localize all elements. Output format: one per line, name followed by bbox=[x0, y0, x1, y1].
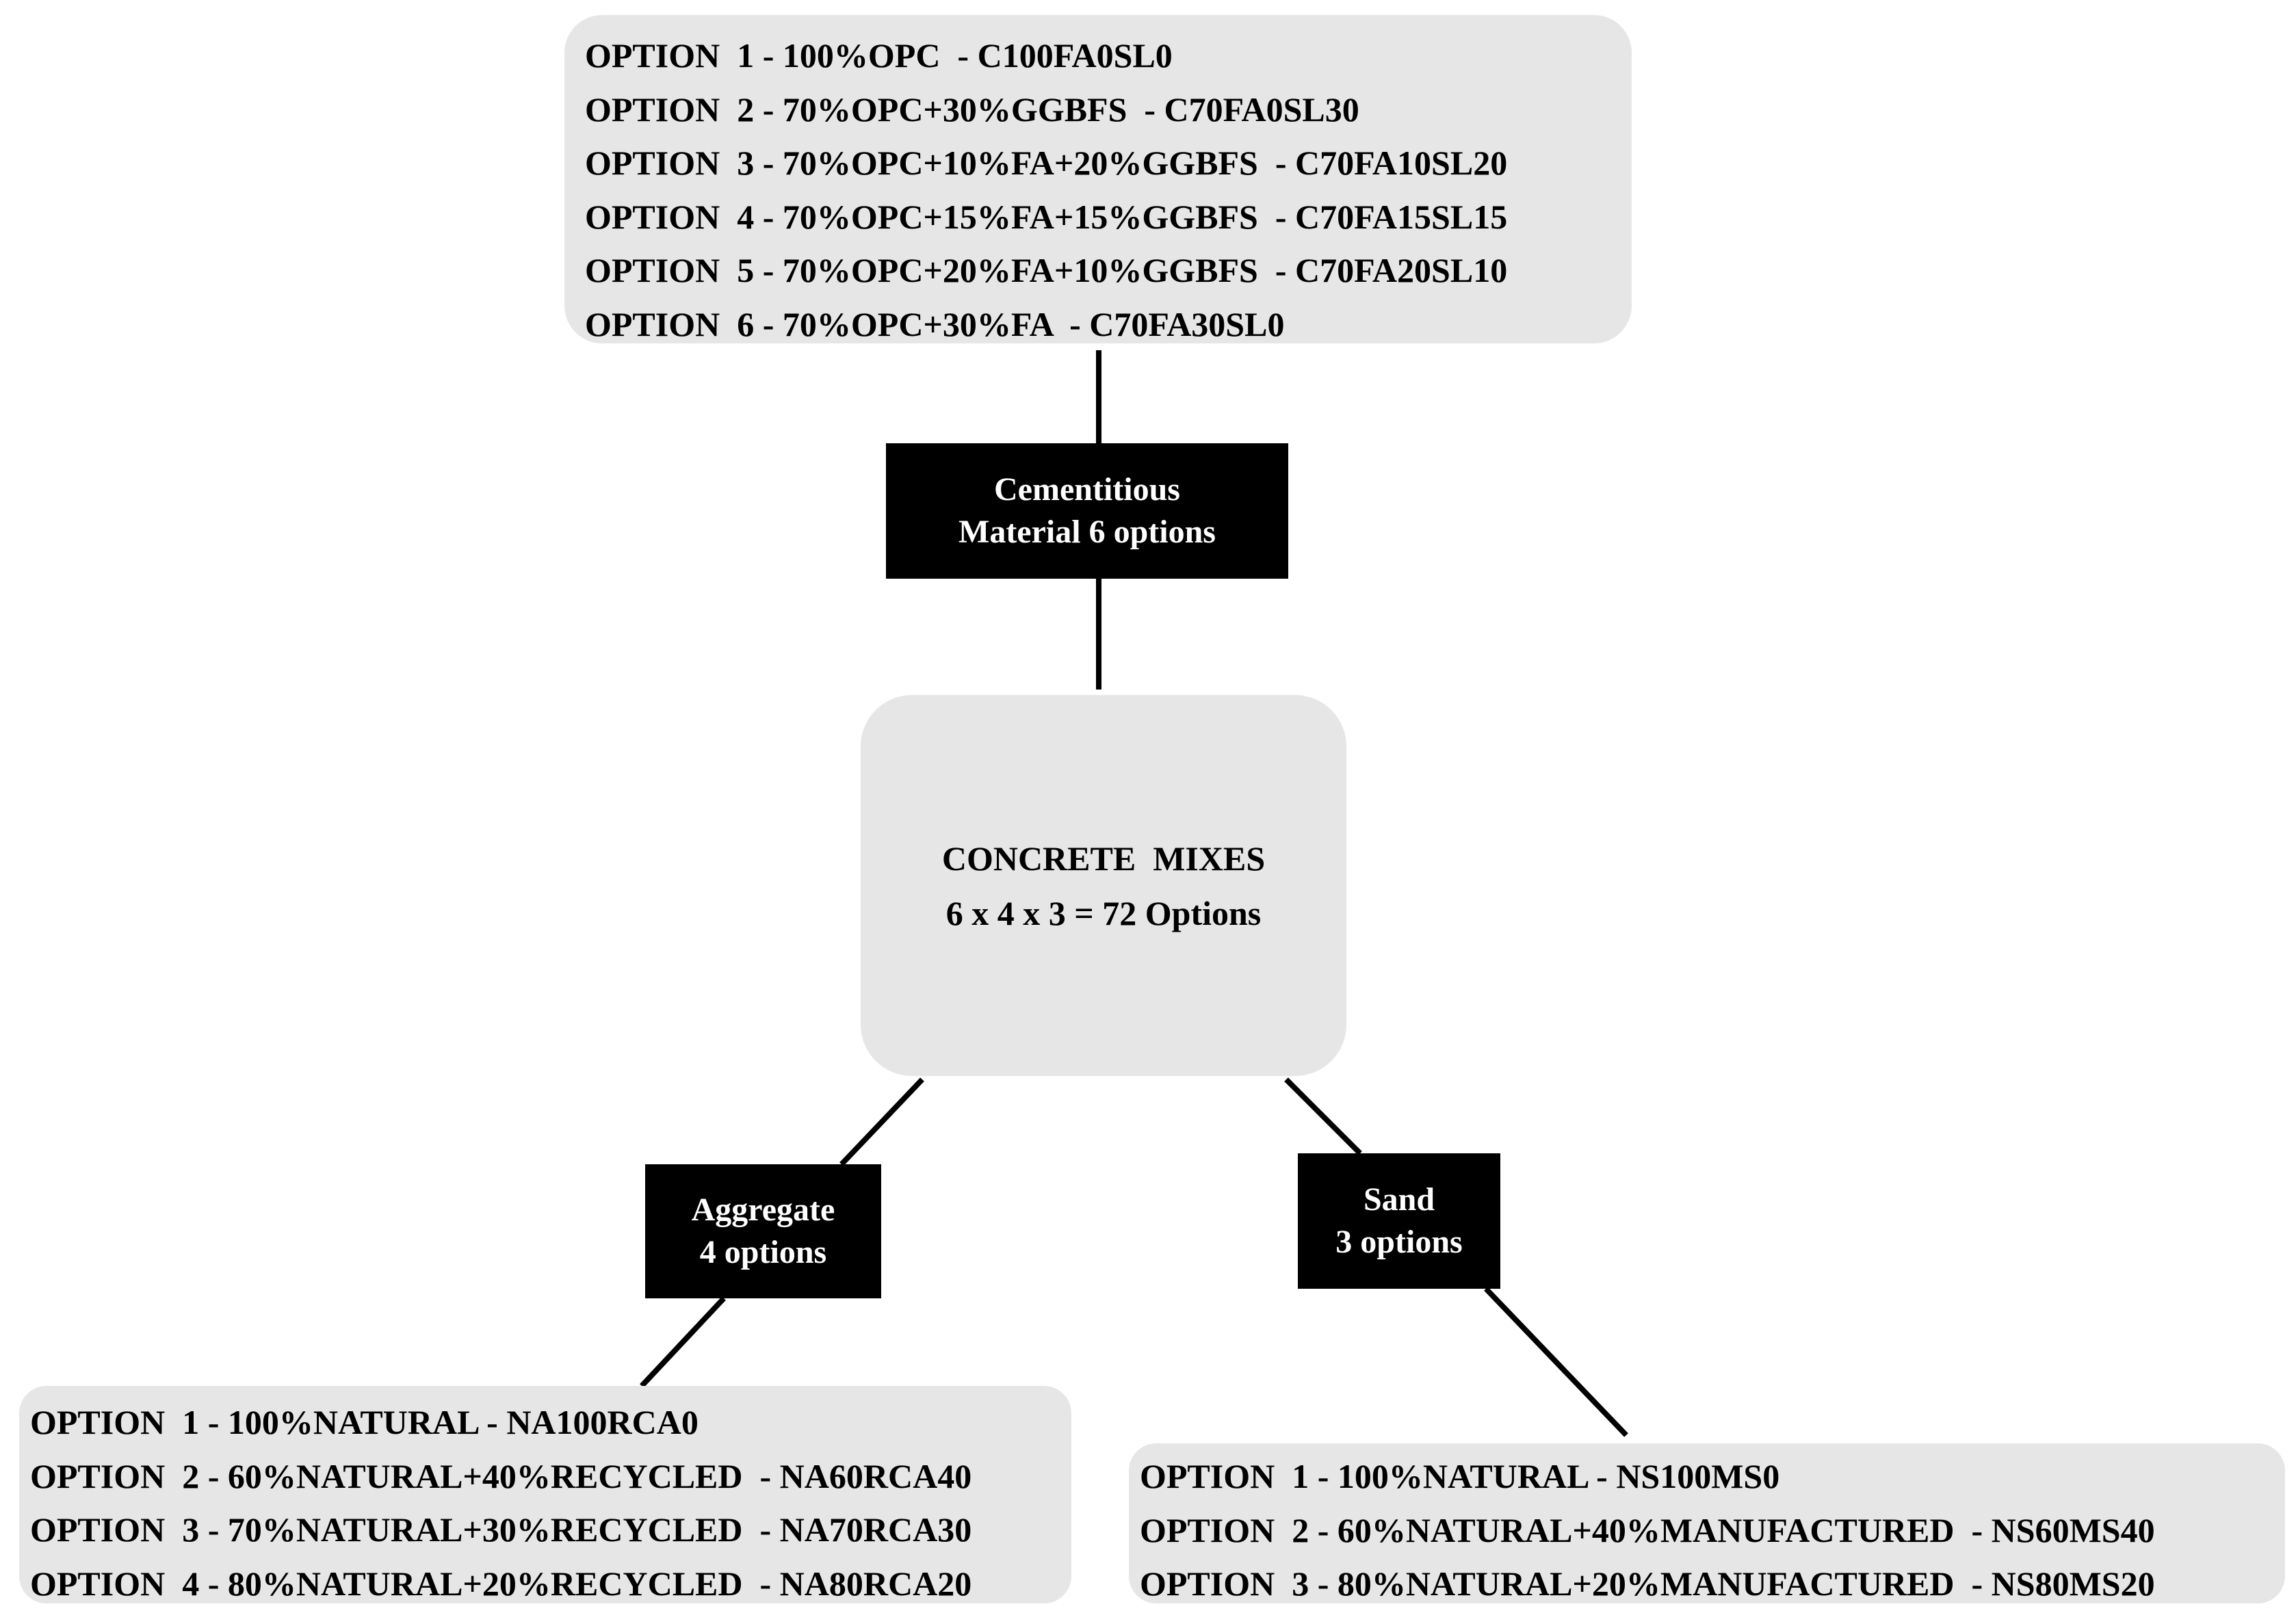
sand-label-line-1: Sand bbox=[1363, 1181, 1435, 1218]
concrete-mixes-title: CONCRETE MIXES bbox=[941, 839, 1266, 878]
cementitious-option-6: OPTION 6 - 70%OPC+30%FA - C70FA30SL0 bbox=[585, 304, 1285, 343]
sand-options-box: OPTION 1 - 100%NATURAL - NS100MS0 OPTION… bbox=[1129, 1443, 2285, 1603]
cementitious-option-4: OPTION 4 - 70%OPC+15%FA+15%GGBFS - C70FA… bbox=[585, 197, 1508, 236]
concrete-mixes-box: CONCRETE MIXES 6 x 4 x 3 = 72 Options bbox=[861, 695, 1346, 1076]
cementitious-label-line-2: Material 6 options bbox=[958, 514, 1216, 550]
aggregate-option-2: OPTION 2 - 60%NATURAL+40%RECYCLED - NA60… bbox=[30, 1456, 972, 1495]
concrete-mixes-formula: 6 x 4 x 3 = 72 Options bbox=[945, 893, 1262, 932]
aggregate-option-3: OPTION 3 - 70%NATURAL+30%RECYCLED - NA70… bbox=[30, 1510, 972, 1549]
connector-sand-top bbox=[1284, 1077, 1362, 1155]
cementitious-option-2: OPTION 2 - 70%OPC+30%GGBFS - C70FA0SL30 bbox=[585, 90, 1359, 129]
cementitious-label: Cementitious Material 6 options bbox=[886, 443, 1288, 579]
aggregate-option-4: OPTION 4 - 80%NATURAL+20%RECYCLED - NA80… bbox=[30, 1564, 972, 1603]
sand-option-2: OPTION 2 - 60%NATURAL+40%MANUFACTURED - … bbox=[1140, 1510, 2155, 1549]
cementitious-options-box: OPTION 1 - 100%OPC - C100FA0SL0 OPTION 2… bbox=[564, 15, 1632, 343]
sand-label-line-2: 3 options bbox=[1335, 1224, 1463, 1260]
sand-label: Sand 3 options bbox=[1298, 1153, 1500, 1289]
aggregate-option-1: OPTION 1 - 100%NATURAL - NA100RCA0 bbox=[30, 1403, 699, 1441]
cementitious-option-3: OPTION 3 - 70%OPC+10%FA+20%GGBFS - C70FA… bbox=[585, 144, 1508, 182]
sand-option-1: OPTION 1 - 100%NATURAL - NS100MS0 bbox=[1140, 1457, 1780, 1495]
aggregate-label: Aggregate 4 options bbox=[645, 1164, 881, 1298]
connector-sand-bottom bbox=[1484, 1287, 1628, 1437]
aggregate-options-box: OPTION 1 - 100%NATURAL - NA100RCA0 OPTIO… bbox=[19, 1386, 1071, 1603]
sand-option-3: OPTION 3 - 80%NATURAL+20%MANUFACTURED - … bbox=[1140, 1564, 2155, 1603]
aggregate-label-line-2: 4 options bbox=[699, 1234, 827, 1270]
cementitious-label-line-1: Cementitious bbox=[994, 471, 1180, 508]
connector-aggregate-top bbox=[839, 1077, 924, 1166]
connector-aggregate-bottom bbox=[640, 1296, 726, 1388]
cementitious-option-1: OPTION 1 - 100%OPC - C100FA0SL0 bbox=[585, 36, 1173, 75]
aggregate-label-line-1: Aggregate bbox=[691, 1192, 835, 1228]
cementitious-option-5: OPTION 5 - 70%OPC+20%FA+10%GGBFS - C70FA… bbox=[585, 251, 1508, 289]
